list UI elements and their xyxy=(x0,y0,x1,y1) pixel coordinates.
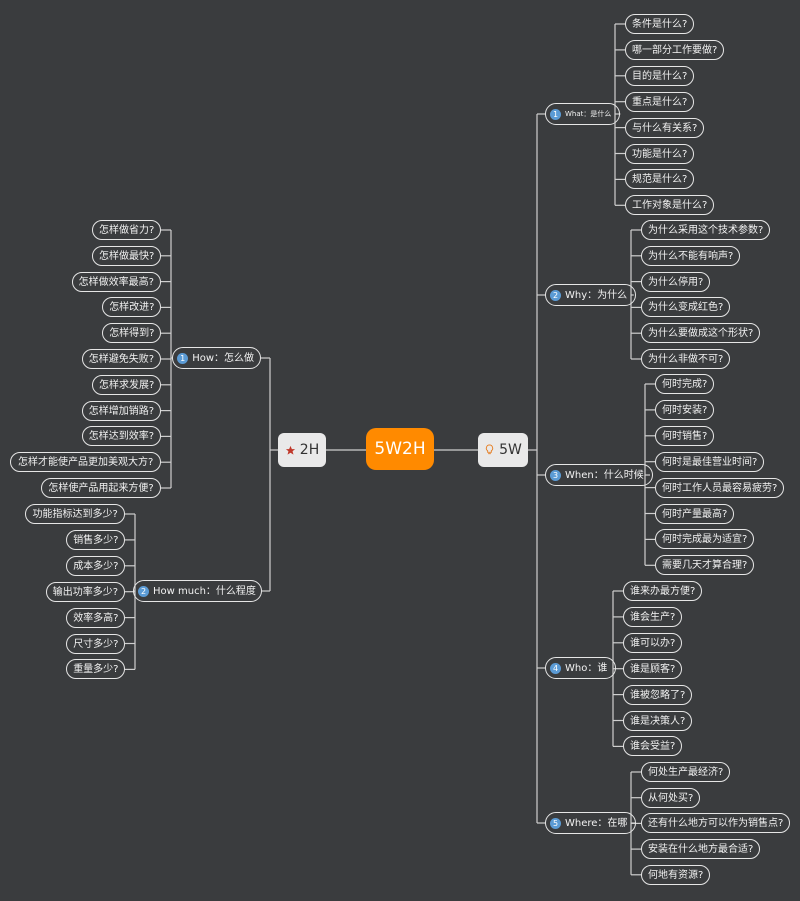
leaf-node[interactable]: 何时完成最为适宜? xyxy=(655,529,755,550)
leaf-node[interactable]: 怎样做最快? xyxy=(92,245,161,266)
leaf-node[interactable]: 谁会生产? xyxy=(623,606,683,627)
leaf-node[interactable]: 为什么要做成这个形状? xyxy=(641,323,761,344)
star-icon xyxy=(285,445,295,455)
leaf-node[interactable]: 成本多少? xyxy=(66,555,125,576)
branch-right-3[interactable]: 3 When：什么时候 xyxy=(545,464,653,486)
leaf-node[interactable]: 需要几天才算合理? xyxy=(655,555,755,576)
leaf-node[interactable]: 何处生产最经济? xyxy=(641,762,731,782)
leaf-node[interactable]: 功能指标达到多少? xyxy=(25,504,125,524)
hub-2h-label: 2H xyxy=(299,442,320,458)
leaf-node[interactable]: 怎样增加销路? xyxy=(81,400,161,421)
leaf-node[interactable]: 谁是决策人? xyxy=(623,710,693,731)
leaf-node[interactable]: 为什么非做不可? xyxy=(641,349,731,369)
leaf-node[interactable]: 效率多高? xyxy=(66,607,125,628)
leaf-node[interactable]: 谁来办最方便? xyxy=(623,581,703,601)
leaf-node[interactable]: 尺寸多少? xyxy=(66,633,125,654)
leaf-node[interactable]: 怎样做效率最高? xyxy=(71,271,161,292)
leaf-node[interactable]: 规范是什么? xyxy=(625,169,695,190)
branch-number-badge: 4 xyxy=(550,662,561,674)
leaf-node[interactable]: 为什么不能有响声? xyxy=(641,245,741,266)
leaf-node[interactable]: 与什么有关系? xyxy=(625,117,705,138)
branch-right-5[interactable]: 5 Where：在哪 xyxy=(545,812,637,834)
leaf-node[interactable]: 怎样得到? xyxy=(102,323,161,344)
leaf-node[interactable]: 目的是什么? xyxy=(625,65,695,86)
leaf-node[interactable]: 工作对象是什么? xyxy=(625,195,715,216)
leaf-node[interactable]: 怎样达到效率? xyxy=(81,426,161,447)
branch-label: When：什么时候 xyxy=(565,470,644,481)
branch-right-4[interactable]: 4 Who：谁 xyxy=(545,657,617,679)
leaf-node[interactable]: 怎样才能使产品更加美观大方? xyxy=(10,452,161,473)
branch-label: Where：在哪 xyxy=(565,818,628,829)
leaf-node[interactable]: 重量多少? xyxy=(66,659,125,680)
leaf-node[interactable]: 怎样使产品用起来方便? xyxy=(41,478,161,498)
leaf-node[interactable]: 怎样求发展? xyxy=(92,374,161,395)
leaf-node[interactable]: 销售多少? xyxy=(66,529,125,550)
leaf-node[interactable]: 从何处买? xyxy=(641,787,701,808)
leaf-node[interactable]: 为什么变成红色? xyxy=(641,297,731,318)
branch-number-badge: 2 xyxy=(138,585,149,597)
leaf-node[interactable]: 功能是什么? xyxy=(625,143,695,164)
hub-2h[interactable]: 2H xyxy=(278,433,326,467)
branch-label: Why：为什么 xyxy=(565,290,628,301)
leaf-node[interactable]: 还有什么地方可以作为销售点? xyxy=(641,813,791,834)
branch-label: How：怎么做 xyxy=(192,353,255,364)
hub-5w[interactable]: 5W xyxy=(478,433,528,467)
branch-number-badge: 2 xyxy=(550,289,561,301)
leaf-node[interactable]: 怎样做省力? xyxy=(92,220,161,240)
central-topic[interactable]: 5W2H xyxy=(366,428,434,470)
leaf-node[interactable]: 为什么停用? xyxy=(641,271,711,292)
leaf-node[interactable]: 为什么采用这个技术参数? xyxy=(641,220,771,240)
branch-right-2[interactable]: 2 Why：为什么 xyxy=(545,284,637,306)
branch-number-badge: 1 xyxy=(550,108,561,120)
lightbulb-icon xyxy=(486,444,494,455)
branch-left-2[interactable]: 2 How much：什么程度 xyxy=(133,580,262,602)
branch-label: What：是什么 xyxy=(565,110,612,118)
leaf-node[interactable]: 安装在什么地方最合适? xyxy=(641,839,761,860)
leaf-node[interactable]: 重点是什么? xyxy=(625,91,695,112)
branch-label: Who：谁 xyxy=(565,663,608,674)
leaf-node[interactable]: 谁被忽略了? xyxy=(623,684,693,705)
leaf-node[interactable]: 何时产量最高? xyxy=(655,503,735,524)
branch-number-badge: 3 xyxy=(550,469,561,481)
leaf-node[interactable]: 输出功率多少? xyxy=(45,581,125,602)
hub-5w-label: 5W xyxy=(499,442,522,458)
branch-label: How much：什么程度 xyxy=(153,586,256,597)
leaf-node[interactable]: 怎样避免失败? xyxy=(81,349,161,369)
leaf-node[interactable]: 何地有资源? xyxy=(641,864,711,885)
branch-number-badge: 1 xyxy=(177,352,189,364)
leaf-node[interactable]: 何时完成? xyxy=(655,374,715,394)
leaf-node[interactable]: 条件是什么? xyxy=(625,14,695,34)
leaf-node[interactable]: 谁是顾客? xyxy=(623,658,683,679)
leaf-node[interactable]: 何时是最佳营业时间? xyxy=(655,451,765,472)
leaf-node[interactable]: 怎样改进? xyxy=(102,297,161,318)
branch-number-badge: 5 xyxy=(550,817,561,829)
branch-right-1[interactable]: 1 What：是什么 xyxy=(545,103,621,125)
leaf-node[interactable]: 谁会受益? xyxy=(623,736,683,757)
leaf-node[interactable]: 哪一部分工作要做? xyxy=(625,39,725,60)
leaf-node[interactable]: 何时安装? xyxy=(655,399,715,420)
leaf-node[interactable]: 何时工作人员最容易疲劳? xyxy=(655,477,785,498)
leaf-node[interactable]: 何时销售? xyxy=(655,425,715,446)
leaf-node[interactable]: 谁可以办? xyxy=(623,632,683,653)
